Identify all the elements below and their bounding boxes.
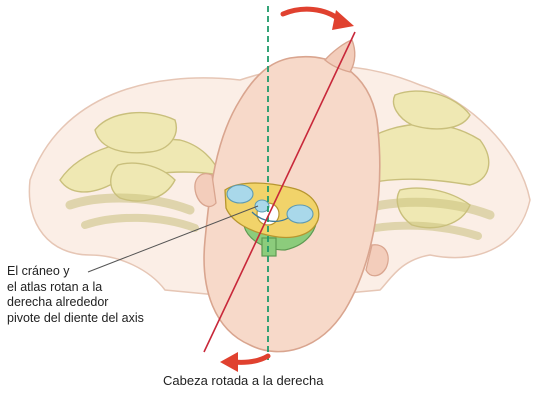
annotation-line-3: derecha alrededor [7, 295, 217, 311]
annotation-line-4: pivote del diente del axis [7, 311, 217, 327]
bottom-rotation-arrow [220, 352, 268, 372]
figure-caption: Cabeza rotada a la derecha [163, 373, 323, 388]
annotation-line-1: El cráneo y [7, 264, 217, 280]
pivot-annotation: El cráneo y el atlas rotan a la derecha … [7, 264, 217, 326]
right-articular-facet [287, 205, 313, 223]
left-articular-facet [227, 185, 253, 203]
top-rotation-arrow [283, 9, 354, 30]
annotation-line-2: el atlas rotan a la [7, 280, 217, 296]
axis-spinous-process [262, 238, 276, 256]
